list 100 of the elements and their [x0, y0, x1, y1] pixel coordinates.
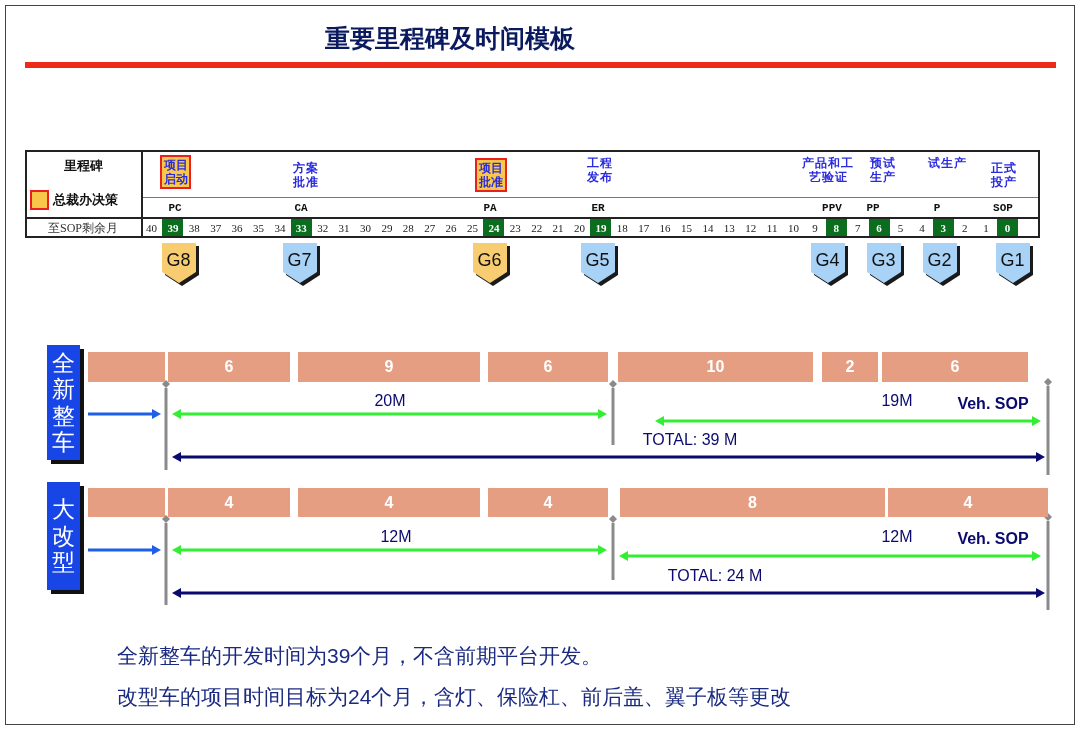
month-number: 36 [230, 220, 244, 236]
month-number: 35 [252, 220, 265, 236]
month-number: 31 [337, 220, 351, 236]
sop-label: Veh. SOP [957, 529, 1029, 549]
month-number: 23 [508, 220, 522, 236]
duration-bar [88, 488, 165, 517]
gate-pentagon [811, 243, 848, 286]
month-cell: 39 [162, 219, 184, 236]
duration-bar [618, 352, 813, 382]
duration-bar [620, 488, 885, 517]
month-number: 40 [145, 220, 158, 236]
milestone-name: 产品和工艺验证 [801, 155, 855, 185]
gate-label: G4 [814, 250, 841, 271]
duration-number: 2 [845, 358, 855, 376]
duration-number: 6 [950, 358, 960, 376]
month-number: 30 [359, 220, 372, 236]
duration-bar [168, 488, 290, 517]
duration-label: 19M [881, 391, 913, 411]
duration-bar [888, 488, 1048, 517]
duration-number: 4 [224, 493, 234, 512]
milestone-code: SOP [993, 202, 1013, 216]
page-title: 重要里程碑及时间模板 [325, 22, 575, 54]
duration-number: 6 [543, 358, 553, 376]
milestone-code: PPV [822, 202, 842, 216]
month-cell: 6 [868, 219, 890, 236]
row-label: 大改型 [52, 496, 75, 576]
legend-label: 总裁办决策 [53, 191, 118, 209]
gate-pentagon [867, 243, 904, 286]
duration-number: 4 [384, 493, 394, 512]
duration-bar [822, 352, 878, 382]
milestone-name: 试生产 [927, 155, 967, 171]
month-number: 2 [960, 220, 969, 236]
month-number: 15 [680, 220, 693, 236]
month-number: 5 [896, 220, 905, 236]
duration-label: 20M [374, 391, 406, 411]
month-number: 13 [722, 220, 736, 236]
gate-label: G7 [286, 250, 313, 271]
milestone-code: PP [866, 202, 880, 216]
month-number: 10 [787, 220, 800, 236]
milestone-name: 方案批准 [292, 160, 320, 190]
gate-label: G2 [926, 250, 953, 271]
note-text: 全新整车的开发时间为39个月，不含前期平台开发。 [117, 643, 603, 669]
row-label: 全新整车 [52, 349, 75, 456]
duration-label: 12M [380, 527, 412, 547]
duration-label: TOTAL: 39 M [642, 430, 738, 450]
milestone-name: 项目启动 [163, 157, 188, 187]
month-number: 26 [444, 220, 458, 236]
duration-bar [298, 488, 480, 517]
month-number: 34 [273, 220, 287, 236]
duration-number: 4 [963, 493, 973, 512]
gate-pentagon [996, 243, 1033, 286]
milestone-code: ER [591, 202, 605, 216]
month-cell: 0 [997, 219, 1018, 236]
milestone-code: CA [294, 202, 308, 216]
month-number: 17 [637, 220, 651, 236]
milestone-code: PA [483, 202, 497, 216]
month-cell: 3 [932, 219, 954, 236]
month-number: 20 [573, 220, 586, 236]
month-number: 25 [466, 220, 479, 236]
gate-pentagon [923, 243, 960, 286]
month-number: 22 [530, 220, 544, 236]
duration-bar [298, 352, 480, 382]
duration-bar [488, 488, 608, 517]
duration-bar [88, 352, 165, 382]
milestone-name: 预试生产 [869, 155, 897, 185]
gate-label: G3 [870, 250, 897, 271]
duration-bar [488, 352, 608, 382]
month-number: 9 [811, 220, 819, 236]
month-number: 4 [918, 220, 926, 236]
sop-label: Veh. SOP [957, 394, 1029, 414]
month-number: 11 [765, 220, 779, 236]
month-number: 29 [380, 220, 394, 236]
duration-number: 6 [224, 358, 234, 376]
duration-number: 8 [748, 493, 757, 512]
month-cell: 8 [825, 219, 847, 236]
table-heading: 里程碑 [63, 158, 103, 174]
month-number: 12 [744, 220, 758, 236]
milestone-code: P [933, 202, 941, 216]
note-text: 改型车的项目时间目标为24个月，含灯、保险杠、前后盖、翼子板等更改 [117, 684, 792, 710]
duration-bar [168, 352, 290, 382]
month-number: 27 [423, 220, 437, 236]
duration-label: 12M [881, 527, 913, 547]
duration-label: TOTAL: 24 M [667, 566, 763, 586]
milestone-name: 正式投产 [990, 160, 1018, 190]
month-number: 14 [701, 220, 715, 236]
month-number: 32 [316, 220, 330, 236]
milestone-name: 项目批准 [479, 160, 503, 190]
month-number: 28 [401, 220, 415, 236]
gate-label: G5 [584, 250, 611, 271]
month-number: 18 [615, 220, 629, 236]
month-number: 16 [658, 220, 672, 236]
milestone-code: PC [168, 202, 182, 216]
gate-pentagon [283, 243, 320, 286]
month-cell: 19 [590, 219, 612, 236]
milestone-name: 工程发布 [586, 155, 614, 185]
gate-pentagon [162, 243, 199, 286]
month-number: 37 [209, 220, 223, 236]
month-number: 7 [853, 220, 862, 236]
gate-label: G1 [999, 250, 1026, 271]
month-number: 38 [187, 220, 201, 236]
